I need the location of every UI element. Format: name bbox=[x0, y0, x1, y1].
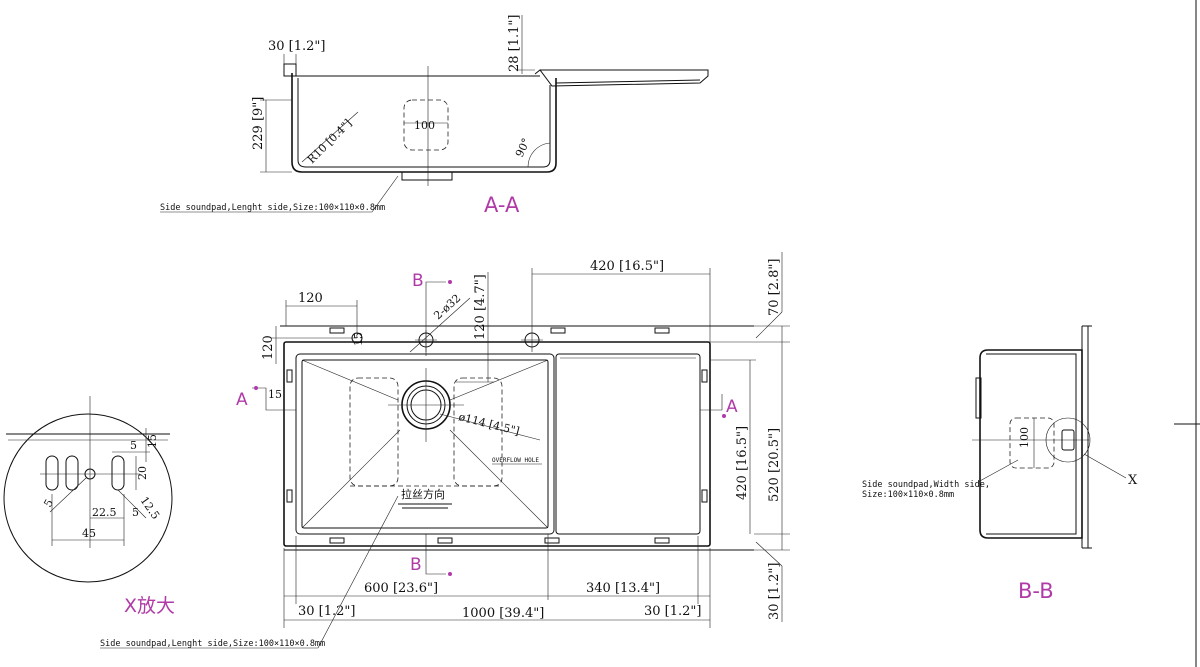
brush-direction-label: 拉丝方向 bbox=[401, 487, 445, 501]
tap-offset-dim: 120 bbox=[298, 291, 323, 306]
x-dim-1: 5 bbox=[130, 439, 137, 452]
section-mark-a-left: A bbox=[236, 390, 248, 410]
drainboard-dim: 340 [13.4"] bbox=[586, 581, 660, 596]
x-dim-8: 45 bbox=[82, 527, 96, 540]
taphole-dim: 2-ø32 bbox=[431, 292, 463, 323]
top-right-dim: 70 [2.8"] bbox=[767, 259, 782, 316]
aa-ledge-dim: 28 [1.1"] bbox=[507, 15, 522, 72]
tap-side-dim: 120 bbox=[261, 335, 276, 360]
aa-depth-dim: 229 [9"] bbox=[251, 97, 266, 150]
left-margin-dim: 30 [1.2"] bbox=[298, 604, 355, 619]
bb-section-title: B-B bbox=[1018, 579, 1054, 603]
aa-section-title: A-A bbox=[484, 193, 520, 217]
section-aa-view: 100 R10 [0.4"] 90° 229 [9"] 30 [1.2"] 28… bbox=[160, 15, 709, 217]
section-mark-a-right: A bbox=[726, 397, 738, 417]
bb-pad-dim: 100 bbox=[1018, 427, 1031, 448]
bottom-right-dim: 30 [1.2"] bbox=[767, 563, 782, 620]
total-depth-dim: 520 [20.5"] bbox=[767, 428, 782, 502]
overflow-label: OVERFLOW HOLE bbox=[492, 457, 539, 464]
aa-radius-dim: R10 [0.4"] bbox=[305, 117, 354, 166]
aa-pad-dim: 100 bbox=[414, 119, 435, 132]
detail-x-title: X放大 bbox=[124, 595, 175, 617]
dim-15-top: 15 bbox=[352, 332, 365, 346]
inner-depth-dim: 420 [16.5"] bbox=[735, 426, 750, 500]
dim-15-left: 15 bbox=[268, 388, 282, 401]
aa-soundpad-note: Side soundpad,Lenght side,Size:100×110×0… bbox=[160, 203, 385, 213]
x-dim-4: 5 bbox=[132, 506, 139, 519]
bb-soundpad-note-1: Side soundpad,Width side, bbox=[862, 480, 990, 490]
x-dim-6: 12.5 bbox=[138, 494, 163, 522]
total-width-dim: 1000 [39.4"] bbox=[462, 606, 544, 621]
bb-soundpad-note-2: Size:100×110×0.8mm bbox=[862, 490, 954, 500]
aa-lip-dim: 30 [1.2"] bbox=[268, 39, 325, 54]
x-dim-3: 20 bbox=[136, 466, 149, 480]
x-dim-7: 5 bbox=[41, 497, 56, 510]
bowl-width-dim: 600 [23.6"] bbox=[364, 581, 438, 596]
top-drainboard-dim: 420 [16.5"] bbox=[590, 259, 664, 274]
plan-view: ø114 [4.5"] OVERFLOW HOLE 拉丝方向 Side soun… bbox=[100, 252, 790, 649]
x-dim-5: 22.5 bbox=[92, 506, 117, 519]
tap-depth-dim: 120 [4.7"] bbox=[473, 274, 488, 340]
plan-drain-dim: ø114 [4.5"] bbox=[457, 410, 521, 438]
section-bb-view: 100 X Side soundpad,Width side, Size:100… bbox=[862, 0, 1200, 667]
right-margin-dim: 30 [1.2"] bbox=[644, 604, 701, 619]
x-dim-2: 15 bbox=[146, 434, 159, 448]
plan-soundpad-note: Side soundpad,Lenght side,Size:100×110×0… bbox=[100, 639, 325, 649]
section-mark-b-bottom: B bbox=[410, 555, 422, 575]
section-mark-b-top: B bbox=[412, 271, 424, 291]
aa-angle-dim: 90° bbox=[513, 136, 533, 159]
bb-callout-x: X bbox=[1128, 473, 1138, 488]
detail-x-view: 5 15 20 5 22.5 12.5 5 45 X放大 bbox=[3, 396, 175, 617]
